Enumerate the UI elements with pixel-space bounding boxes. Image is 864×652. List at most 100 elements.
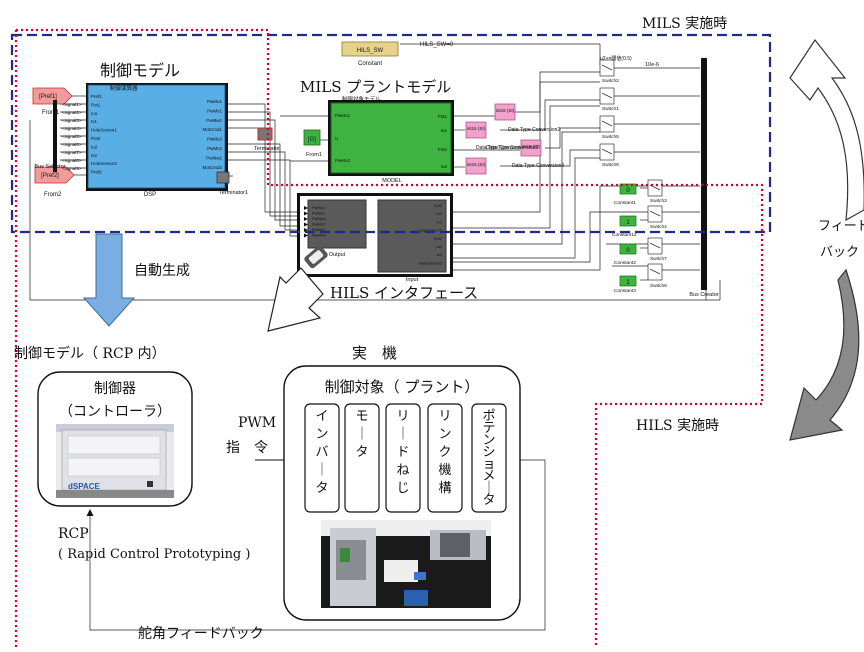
hils-input-port: HoleSensor2 xyxy=(419,260,443,265)
constant-block xyxy=(619,243,637,255)
hils-input-port: Iu1 xyxy=(436,211,442,216)
constant-label: Constant2 xyxy=(614,260,636,266)
int16-label: int16 (SI) xyxy=(467,162,486,167)
dsp-out-port: MotCmd1 xyxy=(202,127,222,132)
constant-label: Constant xyxy=(358,61,382,67)
plant-component-label: ポテンショメ｜タ xyxy=(482,409,495,508)
data-type-conversion-label: Data Type Conversion3 xyxy=(486,145,538,151)
pwm-label: PWM xyxy=(238,415,276,431)
hils-ports: PwMu1PwMv1PwMw1PwMu2PwMv2PwMw2Pot1Iu1Iv1… xyxy=(304,203,443,265)
dsp-input-signal: <signal8> xyxy=(62,158,82,163)
from-g-tag: [G] xyxy=(308,137,316,143)
constant-block xyxy=(619,215,637,227)
plant-component-label: インバ｜タ xyxy=(315,409,328,496)
dsp-in-port: Pref2 xyxy=(91,170,102,175)
data-type-conversion-label: Data Type Conversion4 xyxy=(512,163,564,169)
dsp-in-port: Iu2 xyxy=(91,144,98,149)
hils-output-port: PwMw1 xyxy=(312,216,327,221)
from-g-label: From1 xyxy=(306,152,322,158)
hils-input-port: Iu2 xyxy=(436,244,442,249)
plant-component-label: リンク機構 xyxy=(438,409,451,496)
from2-block xyxy=(34,166,75,184)
dsp-in-port: Iu1 xyxy=(91,111,98,116)
int16-block xyxy=(494,103,516,121)
data-type-conversion-label: Data Type Conversion1 xyxy=(476,145,528,151)
plant-block-title: 制御対象モデル xyxy=(342,95,381,103)
hils-output-port: PwMu1 xyxy=(312,205,326,210)
gain-text: 10e-6 xyxy=(645,62,659,68)
switch-block xyxy=(599,115,615,133)
from1-label: From1 xyxy=(42,110,60,116)
hils-input-label: Input xyxy=(406,277,419,283)
dsp-in-port: HoleSensor1 xyxy=(91,128,118,133)
hils-output-port: PwMw2 xyxy=(312,233,327,238)
switch-label: Switch6 xyxy=(602,162,619,168)
hils-sw-block xyxy=(341,41,399,57)
dsp-input-signal: <signal4> xyxy=(62,126,82,131)
plant-component-box xyxy=(427,403,463,513)
constant-value: 0 xyxy=(626,248,630,254)
plant-out-port: Iu2 xyxy=(441,164,448,169)
int16-block xyxy=(465,121,487,139)
pwm-command-label: 指 令 xyxy=(226,440,268,456)
rcp-device-photo xyxy=(56,424,174,498)
bus-selector-label: Bus Selector xyxy=(34,164,65,170)
dsp-input-signal: <signal2> xyxy=(62,110,82,115)
switch-block xyxy=(647,237,663,255)
dsp-out-ports: PwMu1PwMv1PwMw1MotCmd1PwMu2PwMv2PwMw2Mot… xyxy=(202,99,222,170)
auto-generation-arrow xyxy=(82,233,136,327)
switch-label: Switch5 xyxy=(602,134,619,140)
switch-block xyxy=(647,179,663,197)
constant-value: 1 xyxy=(626,280,630,286)
plant-component-label: リ｜ドねじ xyxy=(396,409,409,496)
feedback-arrow-down xyxy=(789,268,860,441)
bus-creator-bar xyxy=(701,58,707,290)
dsp-out-port: PwMv1 xyxy=(207,108,222,113)
controller-title: 制御器 xyxy=(94,381,136,397)
constant-block xyxy=(619,275,637,287)
feedback-label-2: バック xyxy=(820,245,859,260)
dsp-block xyxy=(87,84,226,189)
terminator-block xyxy=(257,127,273,141)
switch-label: Switch1 xyxy=(602,106,619,112)
hils-input-port: Pot2 xyxy=(434,236,443,241)
hils-input-block xyxy=(377,199,447,273)
hils-input-port: HoleSensor1 xyxy=(419,228,443,233)
dspace-brand: dSPACE xyxy=(68,482,101,491)
from1-block xyxy=(32,87,73,105)
dsp-block-title: 制御演算器 xyxy=(110,84,138,92)
switch-label: Switch8 xyxy=(650,283,667,289)
from2-tag: [Pref2] xyxy=(41,173,59,179)
control-model-rcp-label: 制御モデル（ RCP 内） xyxy=(14,345,166,362)
int16-label: int16 (SI) xyxy=(467,126,486,131)
switch-block xyxy=(599,87,615,105)
hils-output-port: PwMv1 xyxy=(312,211,326,216)
hils-input-port: Pot1 xyxy=(434,203,443,208)
from1-tag: [Pref1] xyxy=(39,94,57,100)
mechanism-photo xyxy=(321,520,491,608)
plant-in-port: U xyxy=(335,136,338,141)
mils-mode-label: MILS 実施時 xyxy=(642,16,727,32)
plant-in-port: PwMu2 xyxy=(335,158,351,163)
auto-generation-label: 自動生成 xyxy=(134,263,190,279)
plant-out-port: Iu1 xyxy=(441,128,448,133)
real-machine-label: 実 機 xyxy=(352,344,397,362)
dsp-in-port: Pot1 xyxy=(91,102,101,107)
hils-interface-label: HILS インタフェース xyxy=(330,284,478,302)
constant-value: 0 xyxy=(626,188,630,194)
plant-component-box xyxy=(471,403,507,513)
int16-label: int16 (SI) xyxy=(522,144,541,149)
dsp-in-ports: Pref1Pot1Iu1Iv1HoleSensor1Pot2Iu2Iv2Hole… xyxy=(91,94,118,175)
dsp-caption: DSP xyxy=(144,192,156,198)
data-type-conversions: int16 (SI) Data Type Conversion2 int16 (SI… xyxy=(465,103,564,175)
terminator1-block xyxy=(216,171,230,184)
hils-output-port: PwMv2 xyxy=(312,227,326,232)
switch-block xyxy=(599,59,615,77)
dsp-out-port: PwMw1 xyxy=(206,118,222,123)
data-type-conversion-label: Data Type Conversion2 xyxy=(508,127,560,133)
switch-label: Switch3 xyxy=(650,198,667,204)
